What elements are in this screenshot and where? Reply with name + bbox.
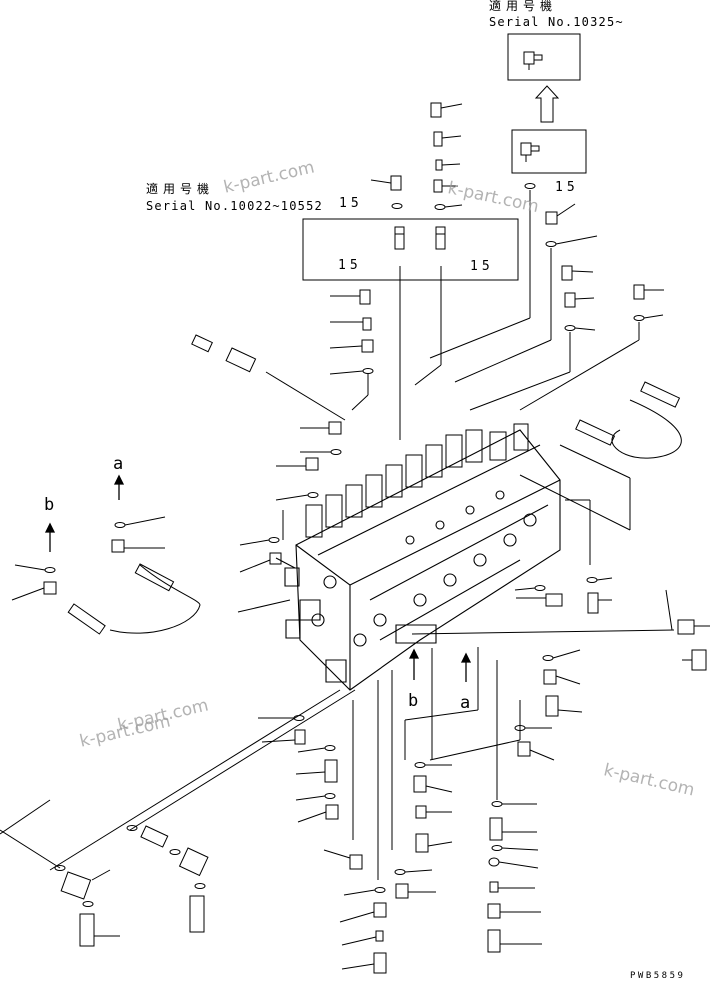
- up-arrow: [536, 86, 558, 122]
- control-valve-body: [285, 430, 560, 690]
- fittings-bottom: [0, 578, 710, 974]
- arrow-label-a-bottom: a: [460, 693, 471, 713]
- arrow-label-b-bottom: b: [408, 691, 419, 711]
- serial-range-top: Serial No.10325~: [489, 15, 624, 29]
- fitting-stack-right: [525, 184, 664, 331]
- direction-arrows: [46, 476, 470, 682]
- applicability-label-left: 適用号機: [146, 182, 215, 196]
- item-number-15-top-right: 15: [555, 180, 579, 195]
- leader-lines: [50, 190, 674, 880]
- item-number-15-lower-right: 15: [470, 259, 494, 274]
- fitting-stack: [371, 103, 462, 210]
- arrow-label-b-left: b: [44, 495, 55, 515]
- spool-caps: [306, 424, 528, 537]
- item-number-15-lower-left: 15: [338, 258, 362, 273]
- spacer-icon: [395, 227, 445, 249]
- serial-box-left: [303, 219, 518, 280]
- serial-box-top: [508, 34, 580, 80]
- fitting-icon: [524, 52, 542, 70]
- item-number-15-upper-left: 15: [339, 196, 363, 211]
- serial-box-middle: [512, 130, 586, 173]
- fittings-left: [12, 290, 373, 612]
- serial-range-left: Serial No.10022~10552: [146, 199, 323, 213]
- fitting-icon: [521, 143, 539, 162]
- drawing-code: PWB5859: [630, 971, 686, 981]
- arrow-label-a-top: a: [113, 454, 124, 474]
- hose-assembly: [68, 335, 681, 634]
- applicability-label-top: 適用号機: [489, 0, 558, 13]
